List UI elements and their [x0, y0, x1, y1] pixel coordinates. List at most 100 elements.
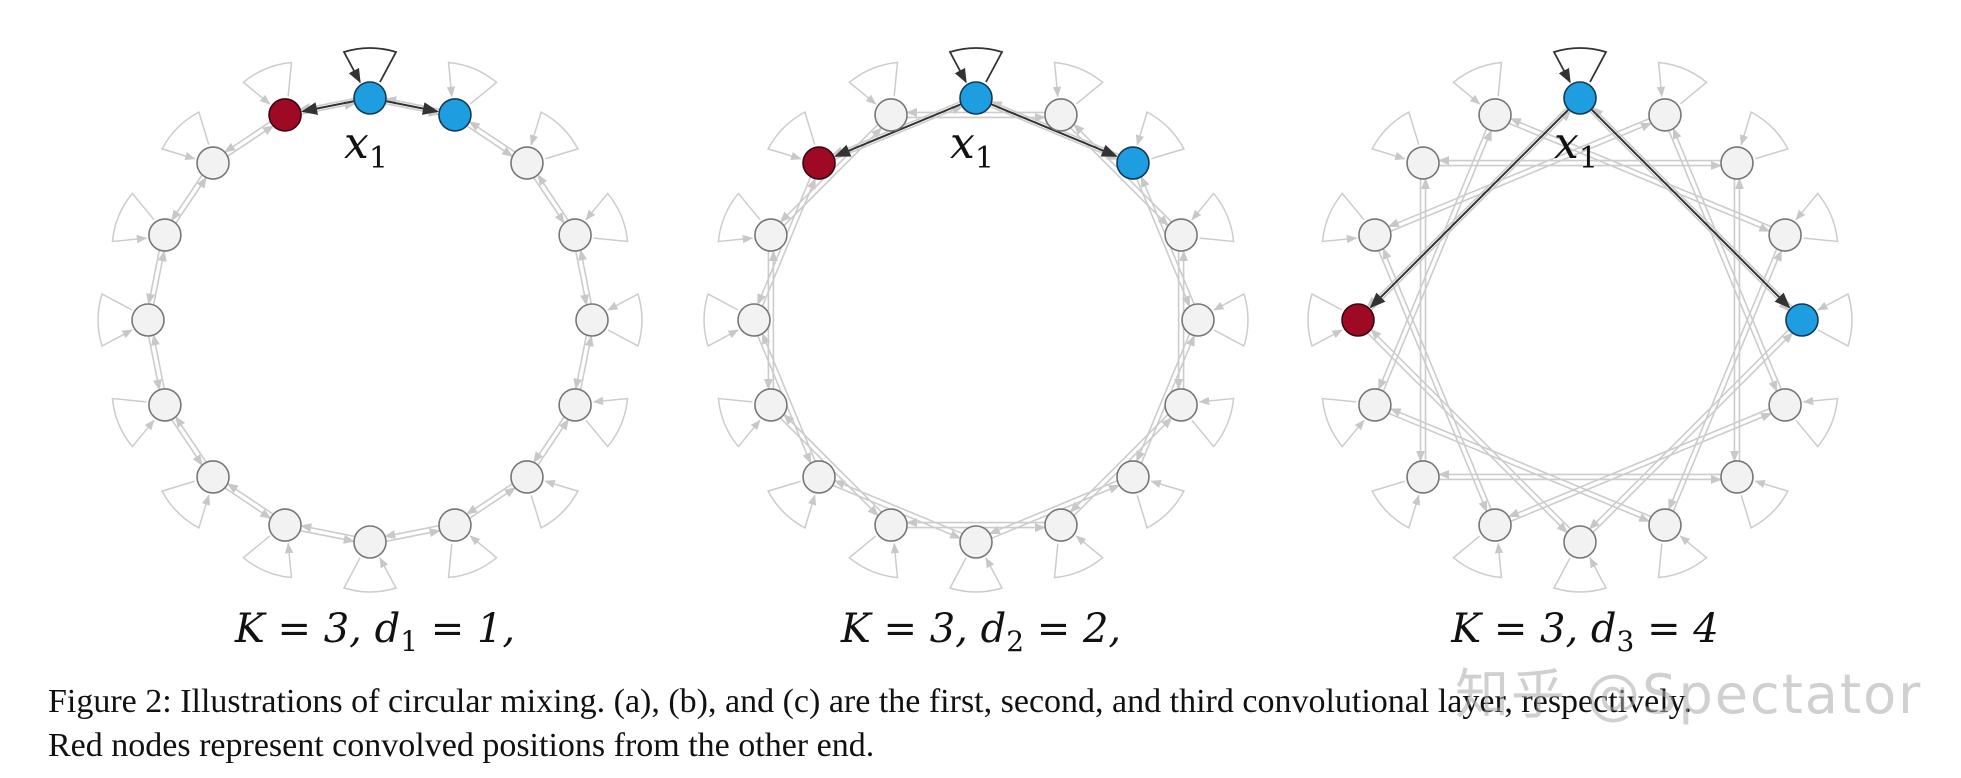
node	[353, 525, 387, 559]
mixing-arrow	[301, 100, 355, 115]
node-red	[1341, 303, 1375, 337]
node-label-x1: x1	[344, 118, 388, 176]
self-loop	[111, 397, 155, 448]
edge	[988, 480, 1118, 535]
edge	[147, 336, 162, 391]
edge	[537, 174, 569, 221]
edge	[226, 483, 274, 515]
node	[1563, 525, 1597, 559]
edge	[386, 528, 441, 543]
self-loop	[1656, 61, 1708, 105]
self-loop	[585, 396, 629, 448]
self-loop	[948, 557, 1004, 593]
edge	[1668, 130, 1778, 393]
nodes	[131, 81, 609, 559]
caption-line-2: Red nodes represent convolved positions …	[48, 727, 875, 764]
node	[1478, 98, 1512, 132]
edges	[97, 47, 643, 593]
edge	[533, 416, 565, 464]
node	[1406, 146, 1440, 180]
self-loop	[529, 111, 579, 160]
self-loop	[1552, 557, 1608, 593]
node	[131, 303, 165, 337]
edge	[834, 105, 964, 160]
node	[1478, 508, 1512, 542]
panel-label-a: K = 3, d1 = 1,	[234, 606, 516, 658]
edge	[1672, 127, 1783, 390]
node	[510, 460, 544, 494]
edge	[171, 419, 203, 466]
self-loop	[607, 292, 643, 348]
edge	[1588, 328, 1790, 530]
edge	[146, 250, 161, 305]
self-loop	[530, 479, 579, 529]
node	[874, 98, 908, 132]
mixing-arrow	[990, 103, 1118, 158]
edge	[989, 105, 1119, 160]
self-loop	[1795, 396, 1839, 448]
self-loop	[1452, 535, 1504, 579]
self-loop	[1191, 192, 1235, 243]
edge	[301, 101, 356, 116]
node	[268, 508, 302, 542]
mixing-arrow	[834, 103, 962, 158]
node-blue	[1116, 146, 1150, 180]
edge	[385, 96, 440, 111]
node	[196, 460, 230, 494]
edge	[1389, 408, 1652, 518]
node	[754, 218, 788, 252]
node-blue	[959, 81, 993, 115]
edge	[384, 524, 439, 539]
node	[1768, 388, 1802, 422]
node	[737, 303, 771, 337]
edge	[300, 529, 355, 544]
edge	[466, 125, 514, 157]
self-loop	[1135, 111, 1185, 160]
node	[1164, 388, 1198, 422]
ring-graph-b	[703, 47, 1249, 593]
node	[1648, 98, 1682, 132]
node-red	[268, 98, 302, 132]
edge	[1390, 122, 1653, 232]
self-loop	[1817, 292, 1853, 348]
edge	[1510, 412, 1773, 523]
caption-line-1: Figure 2: Illustrations of circular mixi…	[48, 683, 1692, 720]
edge	[1382, 247, 1492, 510]
mixing-arrow	[1590, 108, 1791, 309]
self-loop	[1136, 479, 1185, 529]
nodes	[1341, 81, 1819, 559]
self-loop	[242, 535, 294, 579]
node	[1358, 218, 1392, 252]
edge	[1370, 110, 1572, 312]
node-blue	[1785, 303, 1819, 337]
node	[196, 146, 230, 180]
node	[575, 303, 609, 337]
self-loop	[585, 192, 629, 243]
edge	[761, 177, 816, 307]
watermark: 知乎 @Spectator	[1455, 663, 1923, 726]
self-loop	[1371, 480, 1421, 529]
node	[438, 508, 472, 542]
edge	[1069, 413, 1169, 513]
node	[802, 460, 836, 494]
self-loop	[717, 397, 761, 448]
edge	[1366, 106, 1568, 308]
self-loop	[447, 535, 498, 579]
node	[1720, 146, 1754, 180]
node	[558, 218, 592, 252]
edge	[833, 480, 963, 535]
edge	[574, 251, 589, 306]
node	[1044, 98, 1078, 132]
edge	[1588, 110, 1790, 312]
edge	[171, 174, 203, 222]
self-loop	[1657, 535, 1708, 579]
self-loop	[1052, 61, 1104, 105]
panel-a: x1 K = 3, d1 = 1,	[48, 0, 702, 658]
edge	[1377, 250, 1488, 513]
edge	[1668, 248, 1778, 511]
self-loop	[1371, 111, 1420, 161]
self-loop	[1053, 535, 1104, 579]
ring-graph-c	[1307, 47, 1853, 593]
edge	[1592, 106, 1794, 308]
node	[1406, 460, 1440, 494]
